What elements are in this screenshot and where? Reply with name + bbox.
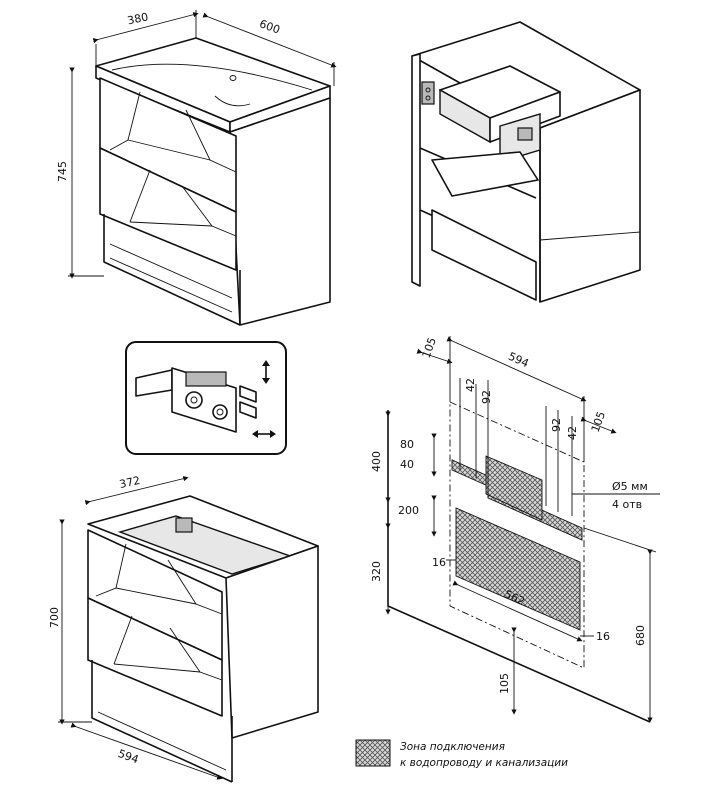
drawer-runner-icon — [135, 367, 257, 433]
up-down-arrow-icon — [262, 360, 270, 384]
legend-line-1: Зона подключения — [400, 741, 505, 753]
dim-42-right: 42 — [566, 426, 579, 440]
hole-size-label: Ø5 мм — [612, 480, 648, 493]
dim-680: 680 — [634, 625, 647, 646]
dim-92-left: 92 — [480, 390, 493, 404]
legend-line-2: к водопроводу и канализации — [400, 757, 568, 769]
dim-16-right: 16 — [596, 630, 610, 643]
dim-105-right: 105 — [589, 410, 608, 434]
dim-105-left: 105 — [420, 336, 439, 360]
dim-80: 80 — [400, 438, 414, 451]
dim-594-bottom: 594 — [116, 747, 140, 766]
cabinet-open-view — [411, 21, 641, 303]
dim-372: 372 — [118, 474, 141, 491]
runner-detail-panel — [125, 341, 287, 455]
dim-600: 600 — [258, 17, 282, 36]
dim-380: 380 — [126, 10, 149, 27]
dim-200: 200 — [398, 504, 419, 517]
dim-400: 400 — [370, 451, 383, 472]
dim-320: 320 — [370, 561, 383, 582]
left-right-arrow-icon — [252, 430, 276, 438]
dim-700: 700 — [48, 607, 61, 628]
legend: Зона подключения к водопроводу и канализ… — [355, 739, 568, 769]
cabinet-front-view: 380 600 745 — [56, 10, 337, 326]
hole-count-label: 4 отв — [612, 498, 642, 511]
dim-92-right: 92 — [550, 418, 563, 432]
mounting-scheme: 105 594 105 42 92 92 42 80 40 400 200 32… — [370, 336, 660, 723]
dim-745: 745 — [56, 161, 69, 182]
dim-42-left: 42 — [464, 378, 477, 392]
legend-hatch-swatch — [355, 739, 391, 767]
dim-105-bottom: 105 — [498, 673, 511, 694]
dim-16-left: 16 — [432, 556, 446, 569]
cabinet-body-view: 372 700 594 — [48, 474, 319, 783]
dim-40: 40 — [400, 458, 414, 471]
